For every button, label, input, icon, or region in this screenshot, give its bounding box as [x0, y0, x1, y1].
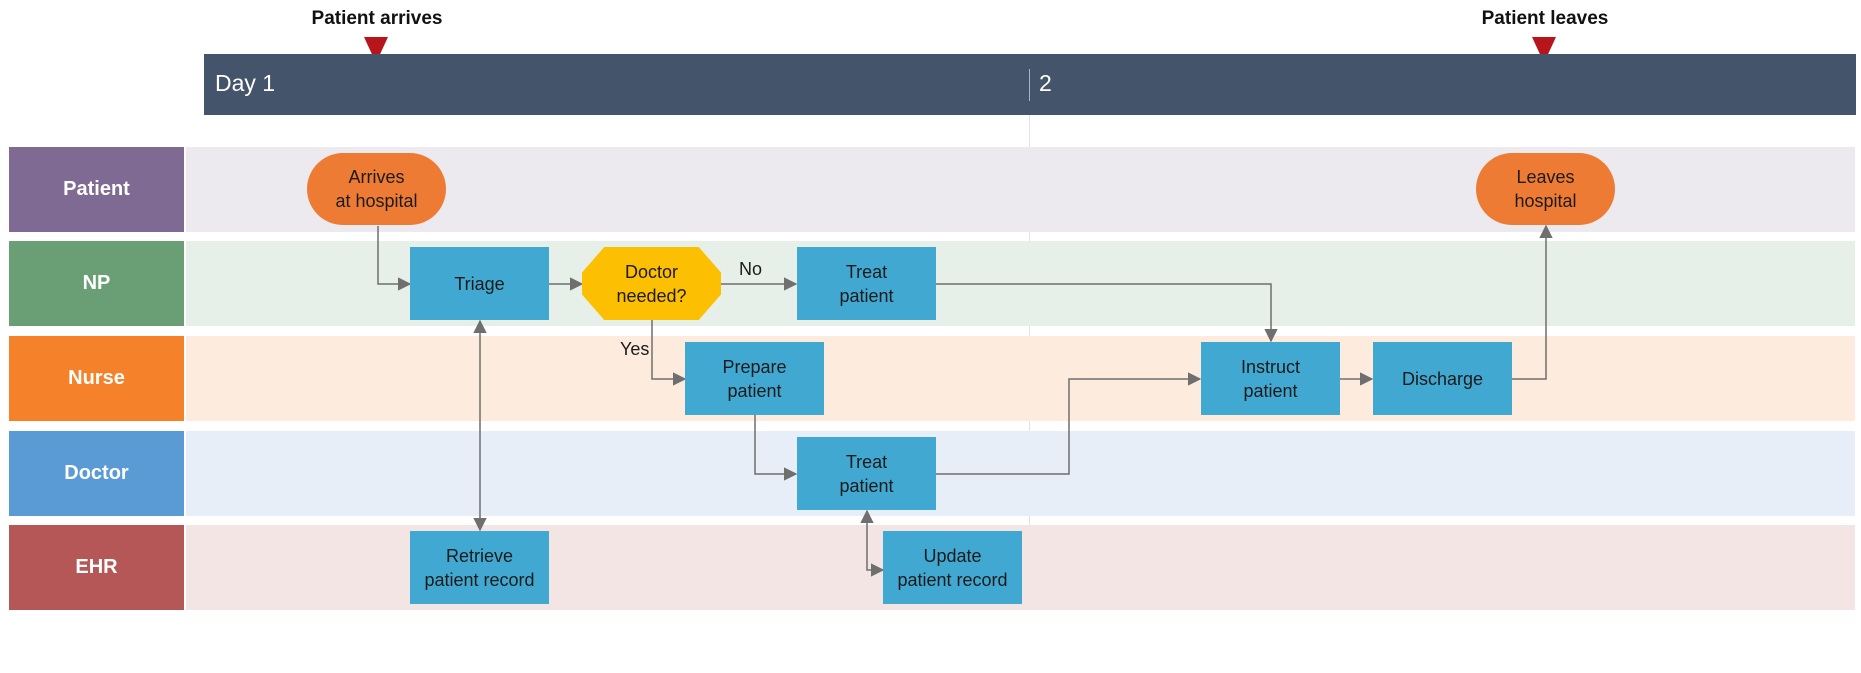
node-treat-patient-np: Treat patient — [797, 247, 936, 320]
node-discharge: Discharge — [1373, 342, 1512, 415]
edge-arrives-to-triage — [377, 226, 412, 291]
day-label-2: 2 — [1039, 70, 1052, 96]
node-instruct-patient: Instruct patient — [1201, 342, 1340, 415]
edge-label-no: No — [739, 259, 763, 279]
node-retrieve-patient-record: Retrieve patient record — [410, 531, 549, 604]
lane-nurse-label: Nurse — [9, 336, 184, 421]
edge-treat-update-bidirectional — [860, 509, 885, 577]
edge-discharge-to-leaves — [1512, 224, 1553, 380]
node-treat-patient-doctor: Treat patient — [797, 437, 936, 510]
lane-ehr-label: EHR — [9, 525, 184, 610]
node-prepare-patient: Prepare patient — [685, 342, 824, 415]
milestone-patient-arrives-label: Patient arrives — [311, 8, 443, 29]
edge-prepare-to-treat-doctor — [754, 415, 798, 481]
milestone-patient-leaves-label: Patient leaves — [1481, 8, 1609, 29]
node-update-patient-record: Update patient record — [883, 531, 1022, 604]
edge-decision-yes-to-prepare — [651, 320, 687, 386]
timeline-bar — [204, 54, 1856, 115]
day-separator — [1029, 69, 1030, 101]
lane-patient-label: Patient — [9, 147, 184, 232]
edge-treat-doctor-to-instruct — [936, 372, 1202, 475]
node-leaves-hospital: Leaves hospital — [1476, 153, 1615, 225]
edge-label-yes: Yes — [620, 339, 650, 359]
lane-nurse-band — [186, 336, 1855, 421]
lane-doctor-label: Doctor — [9, 431, 184, 516]
node-arrives-at-hospital: Arrives at hospital — [307, 153, 446, 225]
edge-treat-np-to-instruct — [936, 283, 1278, 343]
node-doctor-needed-decision: Doctor needed? — [582, 247, 721, 320]
lane-np-label: NP — [9, 241, 184, 326]
day-label-1: Day 1 — [215, 70, 276, 96]
node-triage: Triage — [410, 247, 549, 320]
